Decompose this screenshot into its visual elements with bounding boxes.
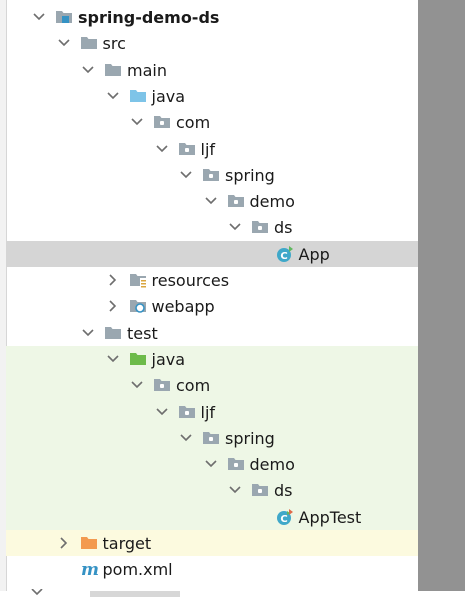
folder-icon bbox=[104, 324, 122, 342]
chevron-down-icon[interactable] bbox=[106, 88, 120, 104]
partial-next-row bbox=[30, 584, 180, 597]
tree-row[interactable]: demo bbox=[6, 189, 418, 215]
chevron-down-icon[interactable] bbox=[228, 482, 242, 498]
chevron-right-icon[interactable] bbox=[106, 298, 120, 314]
package-icon bbox=[153, 376, 171, 394]
tree-item-label: ljf bbox=[200, 402, 216, 422]
tree-item-label: resources bbox=[151, 271, 230, 290]
tree-item-label: spring-demo-ds bbox=[78, 8, 220, 27]
chevron-down-icon[interactable] bbox=[130, 377, 144, 393]
java-class-icon: C bbox=[276, 245, 294, 263]
excluded-folder-icon bbox=[80, 534, 98, 552]
chevron-down-icon[interactable] bbox=[155, 141, 169, 157]
chevron-down-icon[interactable] bbox=[32, 9, 46, 25]
package-icon bbox=[227, 455, 245, 473]
folder-icon bbox=[80, 34, 98, 52]
package-icon bbox=[202, 429, 220, 447]
excluded-folder-highlight bbox=[6, 530, 418, 557]
chevron-down-icon[interactable] bbox=[130, 114, 144, 130]
svg-text:C: C bbox=[280, 251, 287, 262]
module-folder-icon bbox=[55, 8, 73, 26]
resources-folder-icon bbox=[129, 271, 147, 289]
tree-item-label: ljf bbox=[200, 139, 216, 159]
tree-row[interactable]: com bbox=[6, 110, 418, 136]
selection-highlight bbox=[6, 240, 418, 267]
tree-item-label: App bbox=[298, 244, 330, 264]
chevron-down-icon[interactable] bbox=[57, 35, 71, 51]
package-icon bbox=[251, 481, 269, 499]
maven-icon: m bbox=[80, 560, 99, 580]
tree-item-label: com bbox=[176, 376, 211, 396]
chevron-down-icon[interactable] bbox=[155, 404, 169, 420]
tree-row[interactable]: ds bbox=[6, 478, 418, 504]
tree-item-label: src bbox=[102, 34, 126, 54]
tree-row[interactable]: webapp bbox=[6, 294, 418, 320]
tree-item-label: spring bbox=[225, 428, 275, 448]
tree-row[interactable]: src bbox=[6, 31, 418, 57]
tree-item-label: ds bbox=[274, 218, 293, 238]
tree-item-label: demo bbox=[249, 455, 295, 475]
tree-item-label: main bbox=[127, 60, 167, 80]
svg-text:C: C bbox=[280, 514, 287, 525]
tree-item-label: pom.xml bbox=[102, 560, 173, 580]
tree-row[interactable]: C AppTest bbox=[6, 505, 418, 531]
package-icon bbox=[153, 113, 171, 131]
test-root-folder-icon bbox=[129, 350, 147, 368]
chevron-down-icon[interactable] bbox=[228, 219, 242, 235]
window-left-border bbox=[0, 0, 7, 591]
java-test-class-icon: C bbox=[276, 508, 294, 526]
package-icon bbox=[202, 166, 220, 184]
chevron-right-icon[interactable] bbox=[57, 535, 71, 551]
package-icon bbox=[227, 192, 245, 210]
tree-row[interactable]: ds bbox=[6, 215, 418, 241]
tree-row[interactable]: target bbox=[6, 531, 418, 557]
package-icon bbox=[178, 403, 196, 421]
tree-row[interactable]: test bbox=[6, 321, 418, 347]
chevron-down-icon[interactable] bbox=[204, 193, 218, 209]
web-folder-icon bbox=[129, 297, 147, 315]
tree-item-label: java bbox=[151, 349, 186, 369]
tree-item-label: demo bbox=[249, 192, 295, 212]
tree-row[interactable]: java bbox=[6, 84, 418, 110]
tree-row[interactable]: ljf bbox=[6, 400, 418, 426]
tree-row[interactable]: main bbox=[6, 58, 418, 84]
vertical-scrollbar[interactable] bbox=[418, 0, 465, 591]
tree-row[interactable]: java bbox=[6, 347, 418, 373]
tree-item-label: spring bbox=[225, 165, 275, 185]
tree-row[interactable]: spring bbox=[6, 163, 418, 189]
chevron-down-icon[interactable] bbox=[106, 351, 120, 367]
chevron-down-icon[interactable] bbox=[179, 430, 193, 446]
tree-item-label: ds bbox=[274, 481, 293, 501]
chevron-down-icon[interactable] bbox=[81, 62, 95, 78]
package-icon bbox=[178, 140, 196, 158]
tree-item-label: AppTest bbox=[298, 507, 362, 527]
chevron-down-icon[interactable] bbox=[204, 456, 218, 472]
source-root-folder-icon bbox=[129, 87, 147, 105]
chevron-right-icon[interactable] bbox=[106, 272, 120, 288]
tree-row[interactable]: demo bbox=[6, 452, 418, 478]
tree-row[interactable]: spring-demo-ds bbox=[6, 5, 418, 31]
tree-row[interactable]: com bbox=[6, 373, 418, 399]
package-icon bbox=[251, 218, 269, 236]
tree-item-label: target bbox=[102, 534, 152, 553]
folder-icon bbox=[104, 61, 122, 79]
svg-text:m: m bbox=[81, 560, 99, 578]
tree-item-label: com bbox=[176, 113, 211, 133]
tree-row[interactable]: spring bbox=[6, 426, 418, 452]
tree-item-label: webapp bbox=[151, 297, 215, 317]
chevron-down-icon[interactable] bbox=[81, 325, 95, 341]
tree-row[interactable]: C App bbox=[6, 242, 418, 268]
tree-item-label: test bbox=[127, 323, 158, 343]
chevron-down-icon[interactable] bbox=[179, 167, 193, 183]
tree-row[interactable]: resources bbox=[6, 268, 418, 294]
tree-row[interactable]: ljf bbox=[6, 137, 418, 163]
tree-item-label: java bbox=[151, 86, 186, 106]
